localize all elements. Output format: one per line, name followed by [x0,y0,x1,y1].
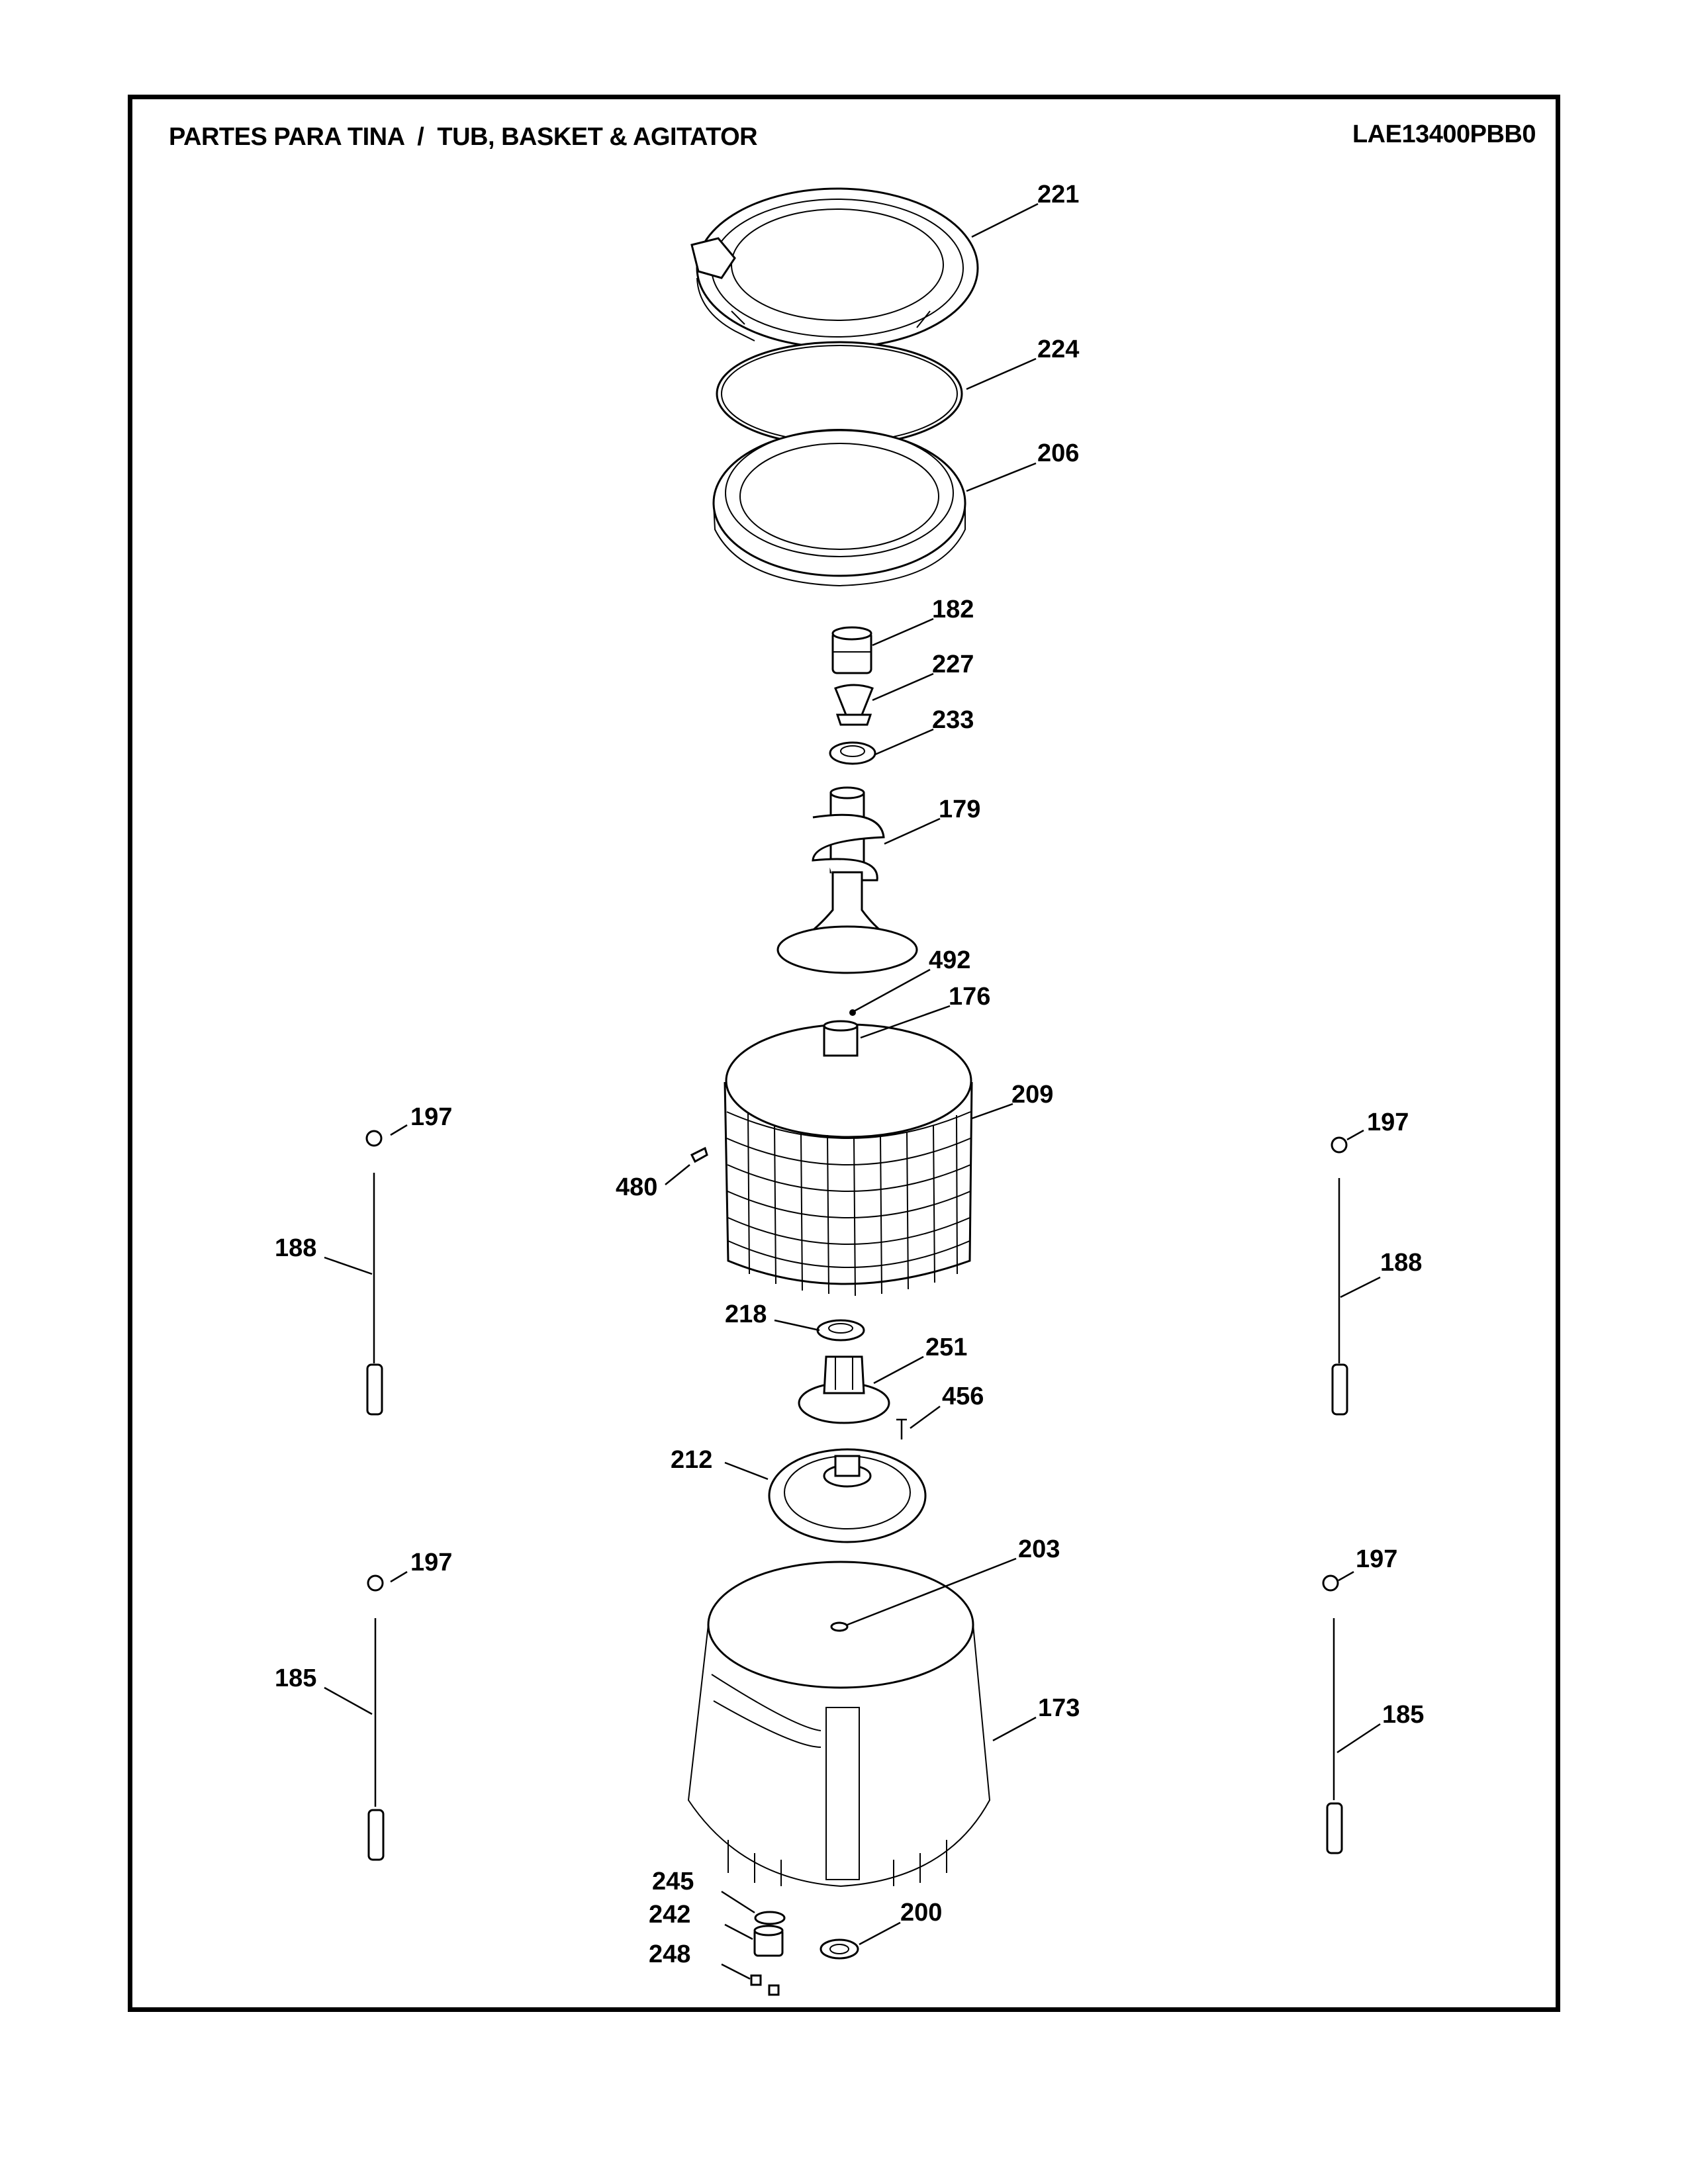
callout-456: 456 [942,1383,984,1410]
callout-197-lower-right: 197 [1356,1545,1397,1573]
leader-lines [324,203,1381,1980]
diagram-title: PARTES PARA TINA / TUB, BASKET & AGITATO… [169,123,758,151]
part-suspension-rod-188-left [365,1130,383,1416]
callout-197-upper-left: 197 [410,1103,452,1131]
callout-200: 200 [900,1899,942,1927]
callout-224: 224 [1037,336,1079,363]
callout-188-left: 188 [275,1234,316,1262]
callout-221: 221 [1037,181,1079,208]
callout-179: 179 [939,796,980,823]
part-seal-200 [820,1938,859,1960]
part-balance-ring [712,429,966,587]
callout-212: 212 [671,1446,712,1474]
part-agitator [776,786,918,974]
part-basket [724,1009,973,1297]
part-ring-245 [754,1911,786,1925]
callout-209: 209 [1011,1081,1053,1109]
callout-188-right: 188 [1380,1249,1422,1277]
callout-206: 206 [1037,439,1079,467]
part-227 [834,684,874,726]
callout-248: 248 [649,1940,690,1968]
callout-233: 233 [932,706,974,734]
callout-218: 218 [725,1300,767,1328]
callout-227: 227 [932,651,974,678]
part-suspension-rod-185-left [367,1574,385,1861]
callout-197-upper-right: 197 [1367,1109,1409,1136]
part-233 [829,741,876,765]
part-bolt-456 [896,1418,907,1439]
part-flange [768,1448,927,1543]
callout-492: 492 [929,946,970,974]
callout-245: 245 [652,1868,694,1895]
callout-176: 176 [949,983,990,1011]
part-242 [753,1925,784,1957]
part-screw-480 [690,1146,708,1163]
callout-480: 480 [616,1173,657,1201]
callout-labels: 221 224 206 182 227 233 179 492 176 209 … [275,181,1424,1968]
callout-173: 173 [1038,1694,1080,1722]
part-suspension-rod-188-right [1331,1136,1348,1416]
callout-242: 242 [649,1901,690,1929]
part-182 [831,626,872,674]
part-251 [798,1355,890,1424]
callout-182: 182 [932,596,974,623]
part-tub-cover [690,187,979,349]
part-248 [750,1974,780,1996]
model-number: LAE13400PBB0 [1352,120,1536,148]
part-nut-218 [816,1319,865,1342]
part-outer-tub [687,1561,991,1888]
callout-251: 251 [925,1334,967,1361]
callout-197-lower-left: 197 [410,1549,452,1576]
callout-185-left: 185 [275,1664,316,1692]
callout-185-right: 185 [1382,1701,1424,1729]
part-suspension-rod-185-right [1322,1574,1343,1854]
callout-203: 203 [1018,1535,1060,1563]
diagram-border [128,95,1560,2012]
